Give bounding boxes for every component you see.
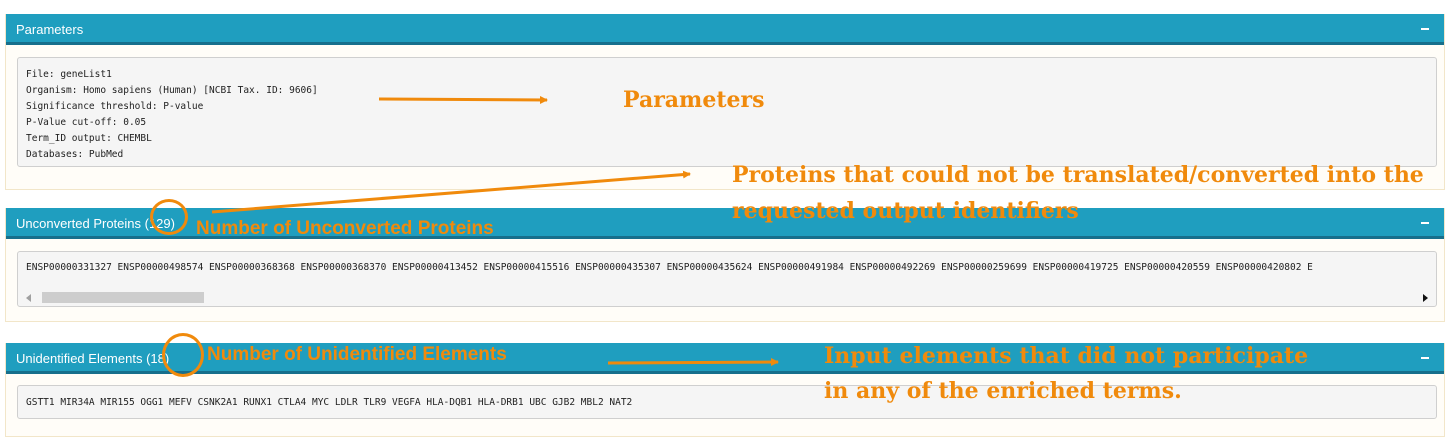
unconverted-list: ENSP00000331327 ENSP00000498574 ENSP0000… bbox=[26, 262, 1313, 273]
scroll-right-icon[interactable] bbox=[1418, 289, 1432, 306]
collapse-icon[interactable] bbox=[1418, 208, 1432, 239]
unconverted-header[interactable]: Unconverted Proteins (129) bbox=[6, 208, 1444, 239]
parameter-threshold: Significance threshold: P-value bbox=[26, 101, 204, 112]
collapse-icon[interactable] bbox=[1418, 14, 1432, 45]
annotation-input-line2: in any of the enriched terms. bbox=[824, 378, 1182, 404]
unidentified-title: Unidentified Elements (18) bbox=[16, 351, 170, 366]
parameters-panel: Parameters File: geneList1 Organism: Hom… bbox=[5, 14, 1445, 190]
unconverted-title: Unconverted Proteins (129) bbox=[16, 216, 175, 231]
annotation-num-unconverted: Number of Unconverted Proteins bbox=[196, 218, 494, 239]
parameter-termid: Term_ID output: CHEMBL bbox=[26, 133, 152, 144]
unidentified-list: GSTT1 MIR34A MIR155 OGG1 MEFV CSNK2A1 RU… bbox=[26, 397, 633, 408]
unidentified-count-circle bbox=[162, 333, 204, 377]
annotation-proteins-line2: requested output identifiers bbox=[732, 198, 1079, 224]
collapse-icon[interactable] bbox=[1418, 343, 1432, 374]
scroll-left-icon[interactable] bbox=[22, 289, 36, 306]
scrollbar-thumb[interactable] bbox=[42, 292, 204, 303]
unidentified-box: GSTT1 MIR34A MIR155 OGG1 MEFV CSNK2A1 RU… bbox=[17, 385, 1437, 419]
arrow-to-parameters bbox=[378, 95, 548, 104]
parameter-organism: Organism: Homo sapiens (Human) [NCBI Tax… bbox=[26, 85, 318, 96]
parameter-databases: Databases: PubMed bbox=[26, 149, 124, 160]
annotation-input-line1: Input elements that did not participate bbox=[824, 343, 1309, 369]
unidentified-elements-panel: Unidentified Elements (18) GSTT1 MIR34A … bbox=[5, 343, 1445, 437]
parameters-box: File: geneList1 Organism: Homo sapiens (… bbox=[17, 57, 1437, 167]
annotation-num-unidentified: Number of Unidentified Elements bbox=[207, 344, 507, 365]
parameter-file: File: geneList1 bbox=[26, 69, 112, 80]
unconverted-box[interactable]: ENSP00000331327 ENSP00000498574 ENSP0000… bbox=[17, 251, 1437, 307]
unconverted-count-circle bbox=[150, 199, 188, 235]
unidentified-header[interactable]: Unidentified Elements (18) bbox=[6, 343, 1444, 374]
arrow-to-input-note bbox=[607, 358, 779, 367]
parameters-header[interactable]: Parameters bbox=[6, 14, 1444, 45]
annotation-proteins-line1: Proteins that could not be translated/co… bbox=[732, 162, 1424, 188]
horizontal-scrollbar[interactable] bbox=[18, 289, 1436, 306]
parameters-title: Parameters bbox=[16, 22, 84, 37]
arrow-to-proteins-note bbox=[211, 170, 691, 214]
unconverted-proteins-panel: Unconverted Proteins (129) ENSP000003313… bbox=[5, 208, 1445, 322]
annotation-parameters: Parameters bbox=[623, 87, 765, 113]
parameter-cutoff: P-Value cut-off: 0.05 bbox=[26, 117, 147, 128]
